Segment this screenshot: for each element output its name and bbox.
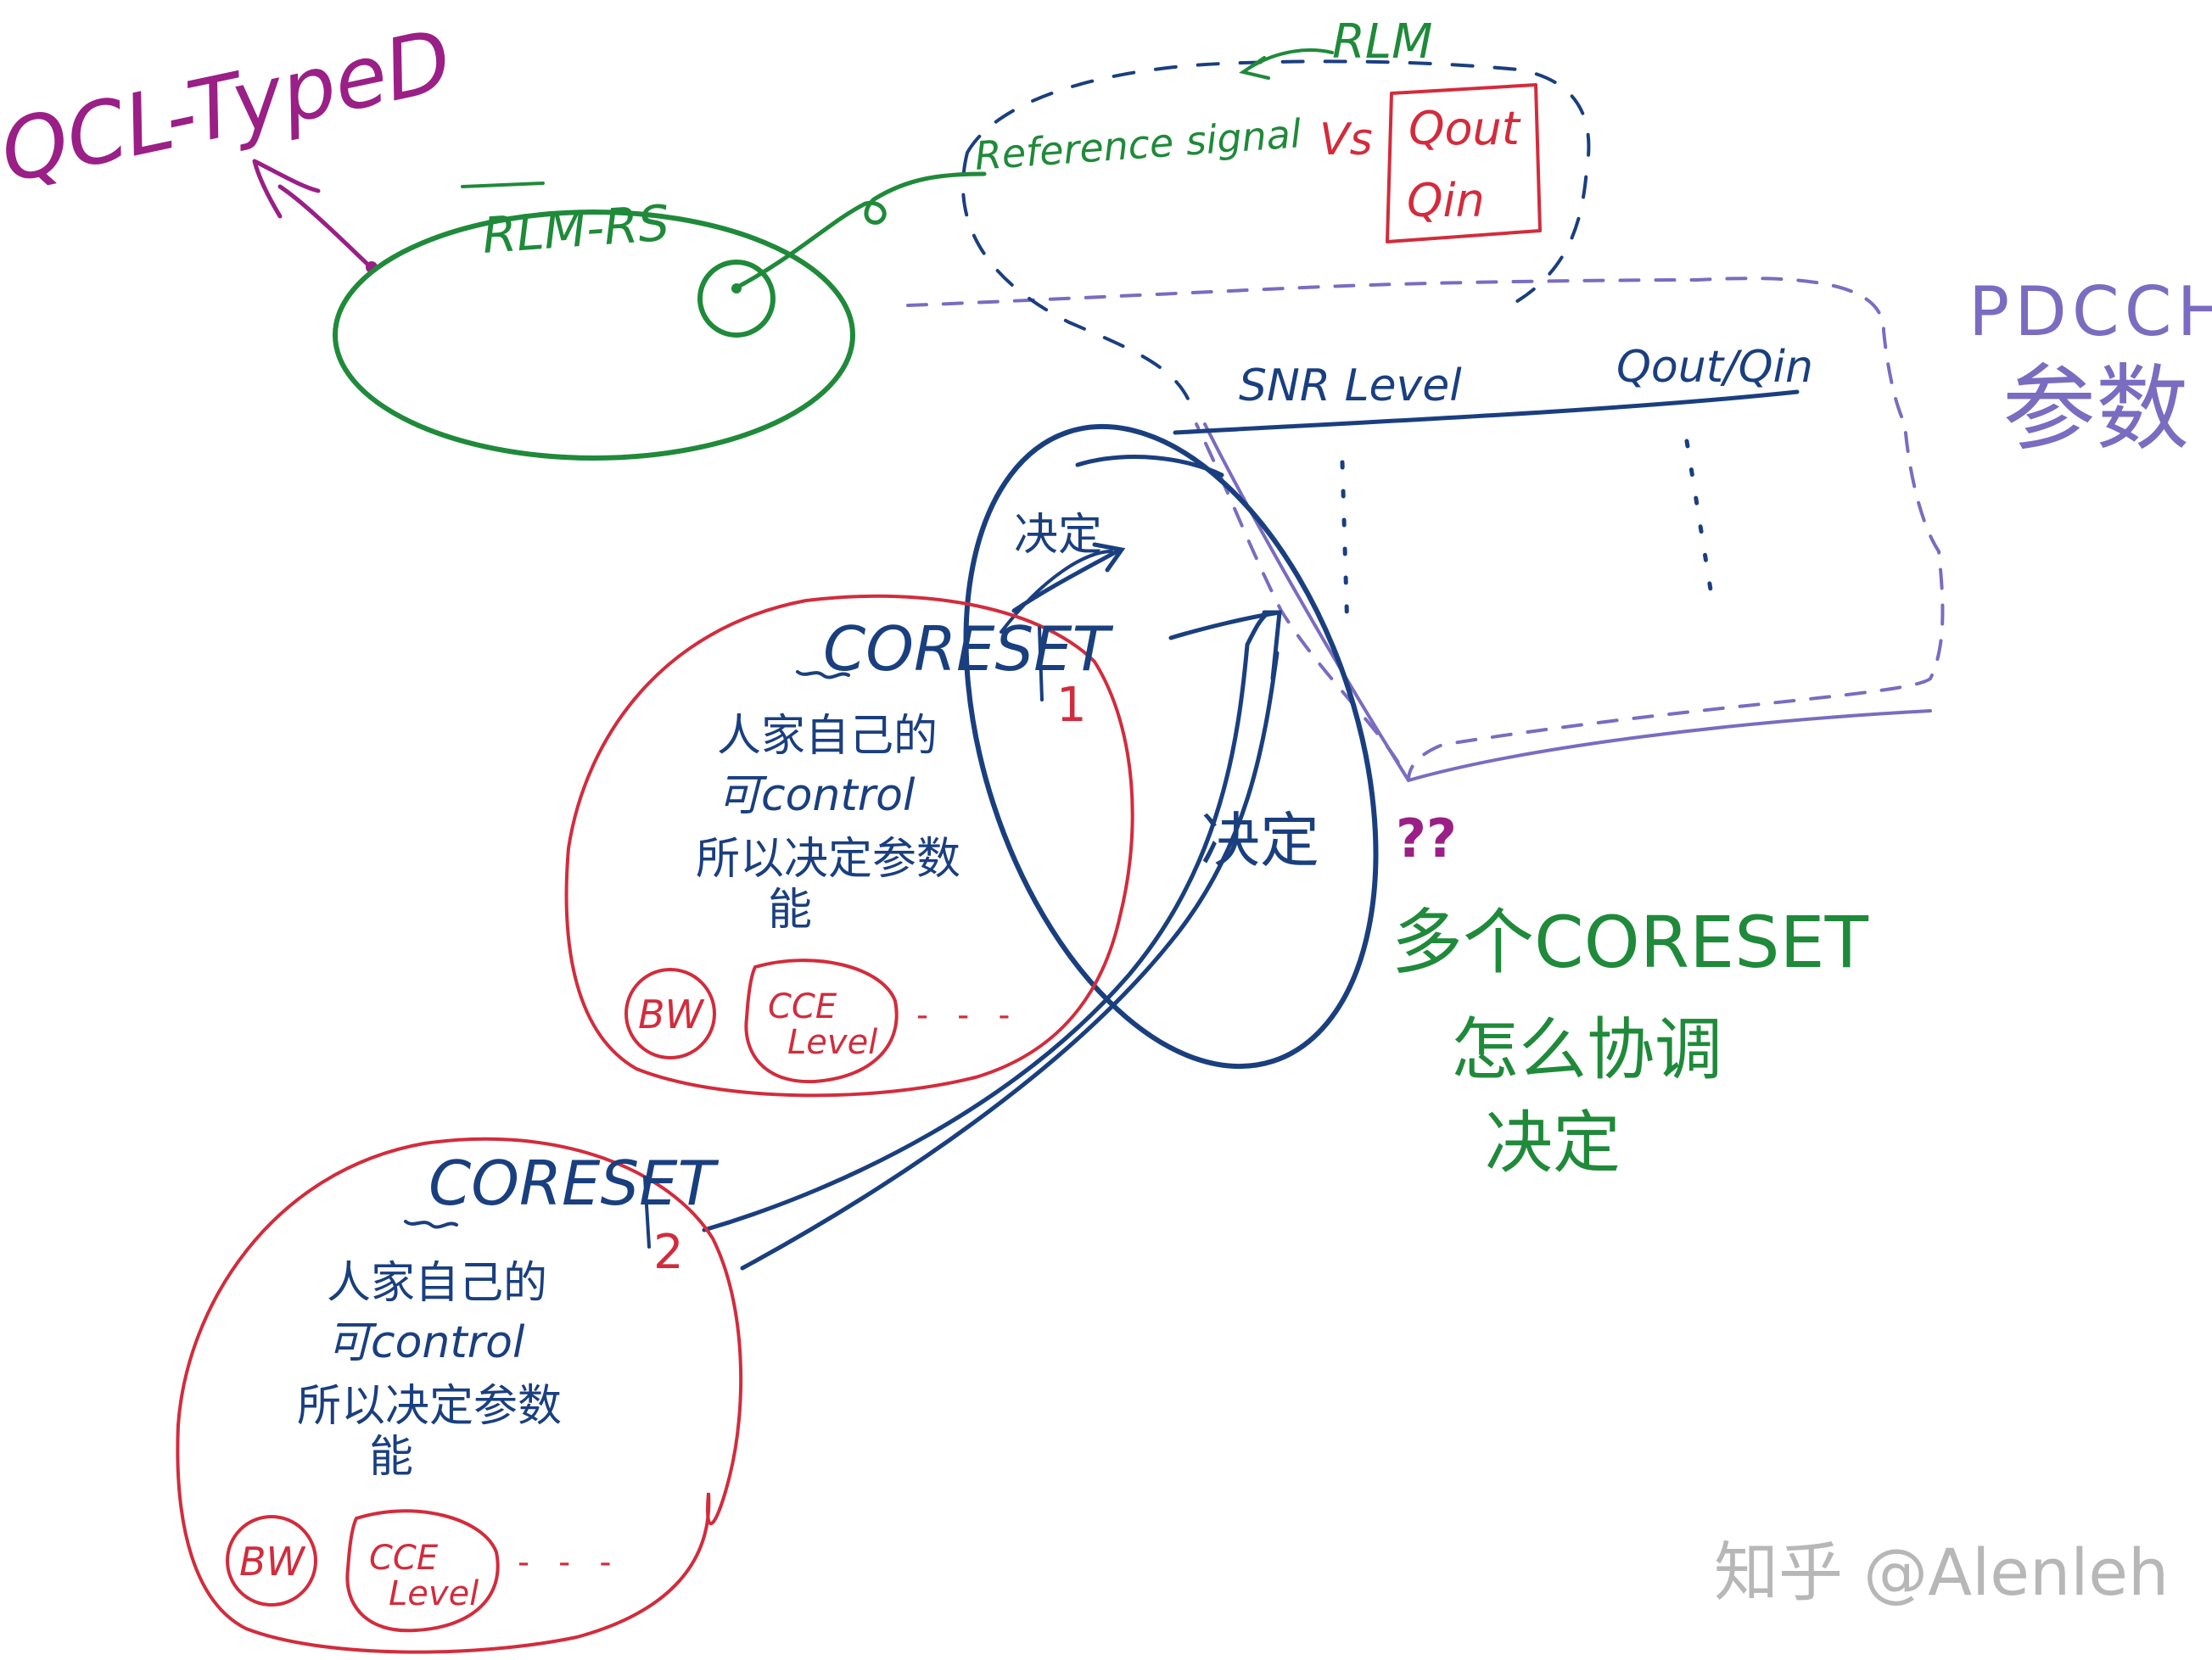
rlm-arrow [1239,48,1334,80]
coreset2-bw-label: BW [239,1539,306,1585]
coreset1-cce-label: CCE [768,987,837,1026]
pdcch-parameter-box [906,277,1945,781]
rlm-rs-label: RLM-RS [480,194,671,265]
coreset1-title-bar [1038,626,1044,701]
coreset1-index: 1 [1056,678,1087,733]
coreset2-index: 2 [653,1225,684,1280]
loop-arrowhead [1168,610,1282,681]
coreset2-cce-circle [345,1509,500,1633]
coreset2-line4: 能 [369,1432,413,1483]
coreset1-bw-circle [624,968,716,1059]
reference-signal-label: Reference signal [973,110,1302,179]
qin-label: Qin [1407,174,1485,227]
rlm-rs-link-curve [736,171,987,289]
coreset2-title: CORESET [428,1148,720,1219]
coreset2-line3: 所以决定参数 [297,1381,562,1432]
coreset1-line4: 能 [768,885,812,936]
pdcch-cn-label: 参数 [2002,355,2189,463]
coreset2-cce-level-label: Level [389,1574,479,1613]
coreset1-dots: - - - [912,996,1014,1035]
watermark: 知乎 @Alenleh [1714,1534,2169,1610]
coreset1-blob [564,594,1134,1098]
multi-coreset-line3: 决定 [1485,1104,1621,1182]
coreset1-bw-label: BW [638,992,705,1037]
qout-label: Qout [1408,102,1521,155]
question-marks: ?? [1396,808,1457,869]
coreset2-dots: - - - [513,1543,615,1582]
qcl-arrow [252,159,373,270]
pdcch-box-solid-edge [1203,422,1932,783]
qcl-typed-label: QCL-TypeD [0,10,460,202]
decide-top-hook [1075,455,1224,478]
coreset1-to-decide-curve [1000,550,1113,634]
rlm-rs-ellipse [333,210,855,461]
qout-qin-box [1386,83,1542,243]
snr-column-dots-2 [1684,439,1716,613]
coreset2-line1: 人家自己的 [327,1258,547,1309]
snr-column-dots-1 [1340,460,1350,634]
multi-coreset-line2: 怎么协调 [1451,1010,1722,1089]
rlm-rs-inner-circle [697,260,776,338]
decide-top-label: 决定 [1014,510,1102,561]
coreset1-cce-level-label: Level [787,1023,877,1062]
rlm-label: RLM [1332,14,1432,70]
pdcch-label: PDCCH [1968,272,2212,351]
coreset2-long-curve-2 [740,651,1280,1271]
qout-qin-header-label: Qout/Qin [1616,342,1813,393]
coreset2-bw-circle [226,1515,317,1607]
coreset2-line2: 可control [327,1317,525,1368]
coreset2-cce-label: CCE [369,1539,439,1578]
rlm-rs-overline [461,182,545,188]
coreset1-line3: 所以决定参数 [696,834,960,885]
rlm-dashed-bubble [961,59,1591,400]
coreset1-underline [796,670,850,679]
vs-label: Vs [1319,115,1373,165]
decision-loop-ellipse [963,423,1379,1070]
coreset1-title: CORESET [823,613,1114,685]
coreset2-underline [404,1220,458,1229]
coreset2-title-bar [643,1176,651,1249]
coreset2-blob [176,1137,743,1654]
snr-level-label: SNR Level [1239,361,1462,411]
coreset1-line2: 可control [717,770,916,821]
coreset1-cce-circle [744,959,899,1084]
multi-coreset-line1: 多个CORESET [1392,901,1869,984]
snr-table-rule [1173,389,1800,435]
coreset2-long-curve-1 [702,610,1271,1232]
coreset1-line1: 人家自己的 [717,711,938,762]
